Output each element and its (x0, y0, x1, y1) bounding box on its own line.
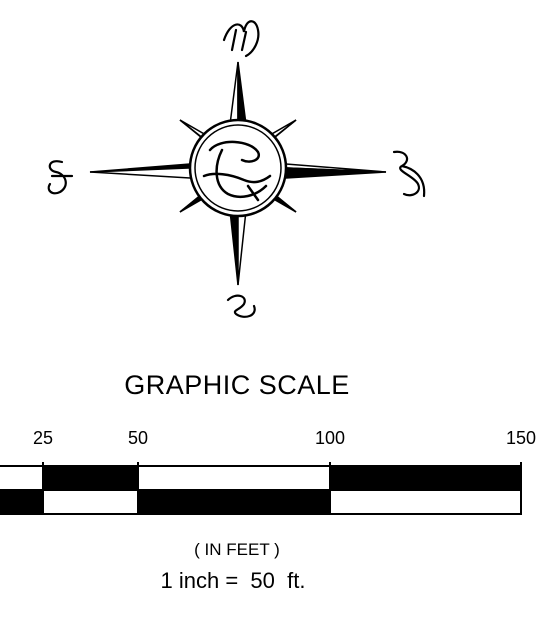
north-letter-glyph (222, 20, 260, 58)
scale-segment-top-0 (0, 465, 44, 491)
scale-tick-label-150: 150 (505, 428, 537, 448)
compass-letters (47, 20, 426, 318)
graphic-scale-title: GRAPHIC SCALE (124, 370, 350, 400)
scale-segment-bottom-0 (0, 489, 44, 515)
scale-segment-bottom-1 (42, 489, 139, 515)
scale-tick-label-25: 25 (32, 428, 54, 448)
scale-unit-note: ( IN FEET ) (194, 540, 280, 559)
scale-tick-label-50: 50 (127, 428, 149, 448)
scale-segment-top-2 (137, 465, 331, 491)
east-letter-glyph (392, 150, 426, 198)
north-arrow-compass-rose (47, 20, 426, 318)
scale-segment-bottom-3 (329, 489, 522, 515)
center-monogram (202, 140, 272, 202)
west-letter-glyph (47, 160, 74, 195)
scale-tick-label-100: 100 (314, 428, 346, 448)
scale-segment-bottom-2 (137, 489, 331, 515)
compass-rose-graphic (47, 20, 426, 318)
scale-bar-graphic (0, 462, 522, 515)
scale-segment-top-1 (42, 465, 139, 491)
south-letter-glyph (226, 294, 256, 318)
scale-ratio-text: 1 inch = 50 ft. (160, 568, 306, 593)
graphic-scale-bar (0, 462, 554, 518)
scale-segment-top-3 (329, 465, 522, 491)
